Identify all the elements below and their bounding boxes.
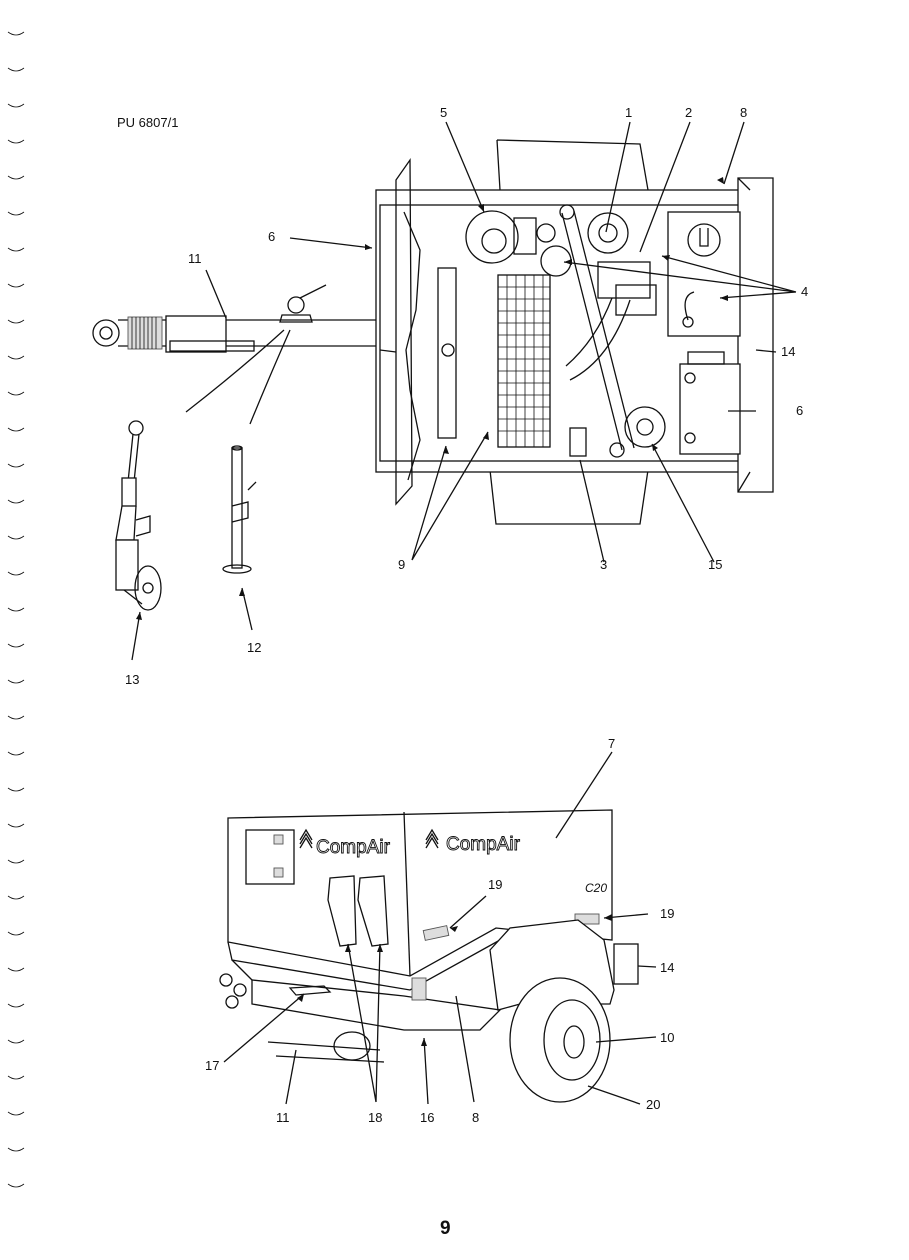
callout-20: 20 [646,1097,661,1112]
callout-17: 17 [205,1058,220,1073]
callout-5: 5 [440,105,448,120]
callout-19-left: 19 [488,877,503,892]
callout-13: 13 [125,672,140,687]
callout-19-right: 19 [660,906,675,921]
callout-18: 18 [368,1110,383,1125]
callout-14-top: 14 [781,344,796,359]
top-leader-lines [131,121,797,661]
page-number: 9 [440,1218,451,1239]
top-arrowheads [136,177,728,620]
callout-12: 12 [247,640,262,655]
callout-9: 9 [398,557,406,572]
top-plan-view [92,139,774,611]
callout-11-bottom: 11 [276,1110,290,1125]
brand-logo-left: CompAir [316,837,391,858]
callout-8: 8 [740,105,748,120]
brand-logo-right: CompAir [446,834,521,855]
callout-11-top: 11 [188,251,202,266]
document-reference: PU 6807/1 [117,115,179,130]
callout-1: 1 [625,105,633,120]
callout-14-bottom: 14 [660,960,675,975]
callout-6-right: 6 [796,403,804,418]
binding-holes [7,31,25,1188]
callout-6-top: 6 [268,229,276,244]
callout-4: 4 [801,284,809,299]
callout-2: 2 [685,105,693,120]
callout-3: 3 [600,557,608,572]
callout-15: 15 [708,557,723,572]
bottom-arrowheads [297,914,612,1046]
compressor-3d-view: CompAir CompAir C20 [219,809,639,1103]
callout-7: 7 [608,736,616,751]
callout-16: 16 [420,1110,435,1125]
bottom-leader-lines [223,751,657,1105]
callout-10: 10 [660,1030,675,1045]
model-badge: C20 [585,881,607,895]
callout-8-bottom: 8 [472,1110,480,1125]
